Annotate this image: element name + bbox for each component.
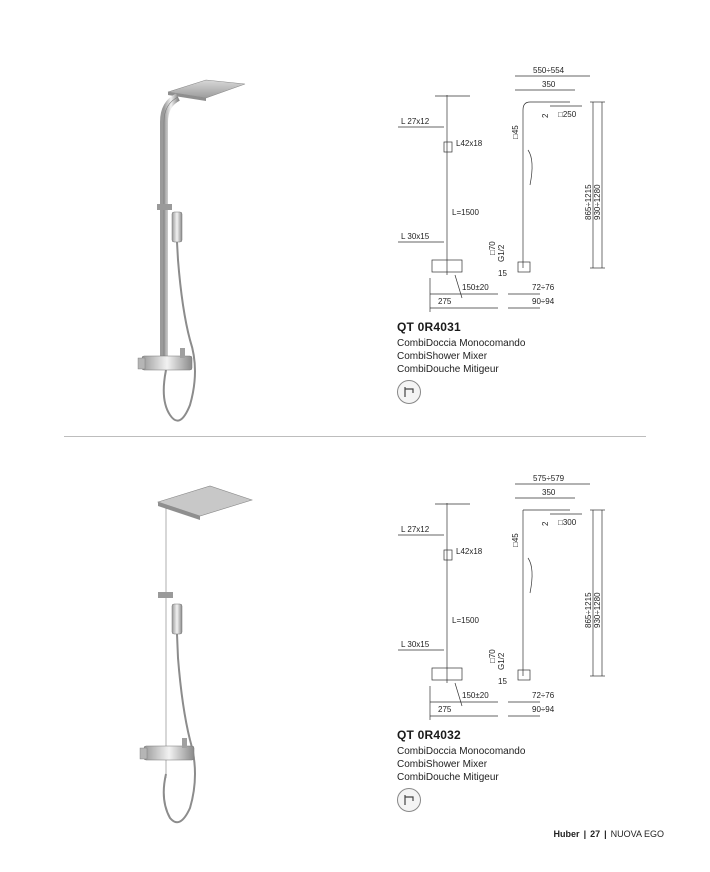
dim-15: 15 xyxy=(498,269,507,278)
dim-l3: L 30x15 xyxy=(401,640,430,649)
technical-drawing: L 27x12 L42x18 L=1500 L 30x15 □70 G1/2 1… xyxy=(398,474,605,720)
dim-height-a: 865÷1215 xyxy=(584,592,593,628)
product-name-en: CombiShower Mixer xyxy=(397,351,488,362)
product-photo xyxy=(137,79,246,422)
dim-top-width: 575÷579 xyxy=(533,474,565,483)
dim-arm: 350 xyxy=(542,488,556,497)
footer-separator: | xyxy=(604,829,607,839)
dim-l3: L 30x15 xyxy=(401,232,430,241)
dim-thread: G1/2 xyxy=(497,652,506,670)
dim-arm: 350 xyxy=(542,80,556,89)
product-name-it: CombiDoccia Monocomando xyxy=(397,338,526,349)
dim-90: 90÷94 xyxy=(532,297,555,306)
product-name-en: CombiShower Mixer xyxy=(397,759,488,770)
footer-separator: | xyxy=(583,829,587,839)
dim-drop: 2 xyxy=(541,521,550,526)
dim-150: 150±20 xyxy=(462,691,489,700)
dim-72: 72÷76 xyxy=(532,691,555,700)
dim-l1: L 27x12 xyxy=(401,117,430,126)
dim-l1: L 27x12 xyxy=(401,525,430,534)
product-name-fr: CombiDouche Mitigeur xyxy=(397,772,499,783)
dim-275: 275 xyxy=(438,705,452,714)
wall-mount-icon xyxy=(397,380,421,404)
product-code: QT 0R4032 xyxy=(397,728,461,742)
footer-brand: Huber xyxy=(553,829,580,839)
dim-72: 72÷76 xyxy=(532,283,555,292)
dim-15: 15 xyxy=(498,677,507,686)
product-code: QT 0R4031 xyxy=(397,320,461,334)
footer-series: NUOVA EGO xyxy=(610,829,664,839)
dim-150: 150±20 xyxy=(462,283,489,292)
page-number: 27 xyxy=(590,829,601,839)
dim-l2: L42x18 xyxy=(456,139,483,148)
dim-hose: L=1500 xyxy=(452,208,479,217)
dim-head: □300 xyxy=(558,518,577,527)
product-info: QT 0R4032 CombiDoccia Monocomando CombiS… xyxy=(397,728,525,812)
dim-height-b: 930÷1280 xyxy=(593,592,602,628)
dim-sq45: □45 xyxy=(511,533,520,547)
dim-height-a: 865÷1215 xyxy=(584,184,593,220)
section-divider xyxy=(64,436,646,437)
dim-hose: L=1500 xyxy=(452,616,479,625)
dim-sq70: □70 xyxy=(488,649,497,663)
product-info: QT 0R4031 CombiDoccia Monocomando CombiS… xyxy=(397,320,525,404)
product-block-1: L 27x12 L42x18 L=1500 L 30x15 □70 G1/2 1… xyxy=(0,40,710,440)
product-photo xyxy=(139,485,253,824)
dim-90: 90÷94 xyxy=(532,705,555,714)
technical-drawing: L 27x12 L42x18 L=1500 L 30x15 □70 G1/2 1… xyxy=(398,66,605,312)
dim-top-width: 550÷554 xyxy=(533,66,565,75)
product-block-2: L 27x12 L42x18 L=1500 L 30x15 □70 G1/2 1… xyxy=(0,448,710,848)
dim-height-b: 930÷1280 xyxy=(593,184,602,220)
dim-l2: L42x18 xyxy=(456,547,483,556)
product-name-it: CombiDoccia Monocomando xyxy=(397,746,526,757)
dim-drop: 2 xyxy=(541,113,550,118)
dim-sq45: □45 xyxy=(511,125,520,139)
wall-mount-icon xyxy=(397,788,421,812)
product-name-fr: CombiDouche Mitigeur xyxy=(397,364,499,375)
dim-thread: G1/2 xyxy=(497,244,506,262)
dim-head: □250 xyxy=(558,110,577,119)
page-footer: Huber|27|NUOVA EGO xyxy=(554,829,664,839)
dim-275: 275 xyxy=(438,297,452,306)
dim-sq70: □70 xyxy=(488,241,497,255)
